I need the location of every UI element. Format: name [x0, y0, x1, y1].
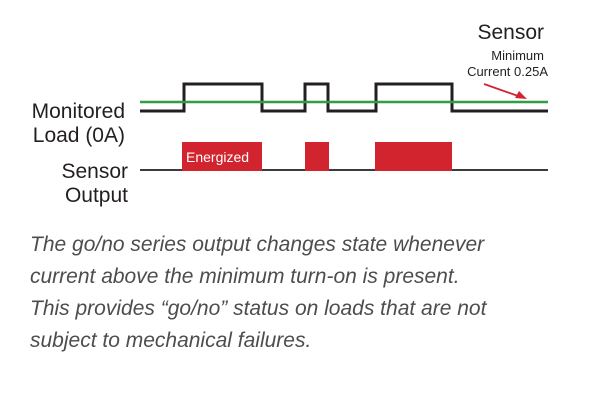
- caption-line: This provides “go/no” status on loads th…: [30, 297, 487, 320]
- caption-line: current above the minimum turn-on is pre…: [30, 265, 460, 288]
- monitored-load-label-line1: Monitored: [32, 100, 125, 123]
- sensor-output-label-line1: Sensor: [61, 160, 128, 183]
- monitored-load-label-line2: Load (0A): [33, 124, 125, 147]
- caption: The go/no series output changes state wh…: [30, 229, 590, 357]
- energized-pulse: [305, 142, 329, 171]
- minimum-current-label-line1: Minimum: [491, 48, 544, 63]
- sensor-title: Sensor: [477, 21, 544, 44]
- monitored-load-waveform: [140, 82, 548, 113]
- threshold-pointer-arrow-head: [515, 91, 527, 99]
- energized-pulse: [375, 142, 452, 171]
- energized-pulse: [182, 142, 262, 171]
- minimum-current-label-line2: Current 0.25A: [467, 64, 548, 79]
- threshold-pointer-arrow-shaft: [483, 83, 522, 98]
- caption-line: subject to mechanical failures.: [30, 329, 312, 352]
- energized-label: Energized: [186, 149, 249, 165]
- caption-line: The go/no series output changes state wh…: [30, 233, 485, 256]
- sensor-output-label-line2: Output: [65, 184, 128, 207]
